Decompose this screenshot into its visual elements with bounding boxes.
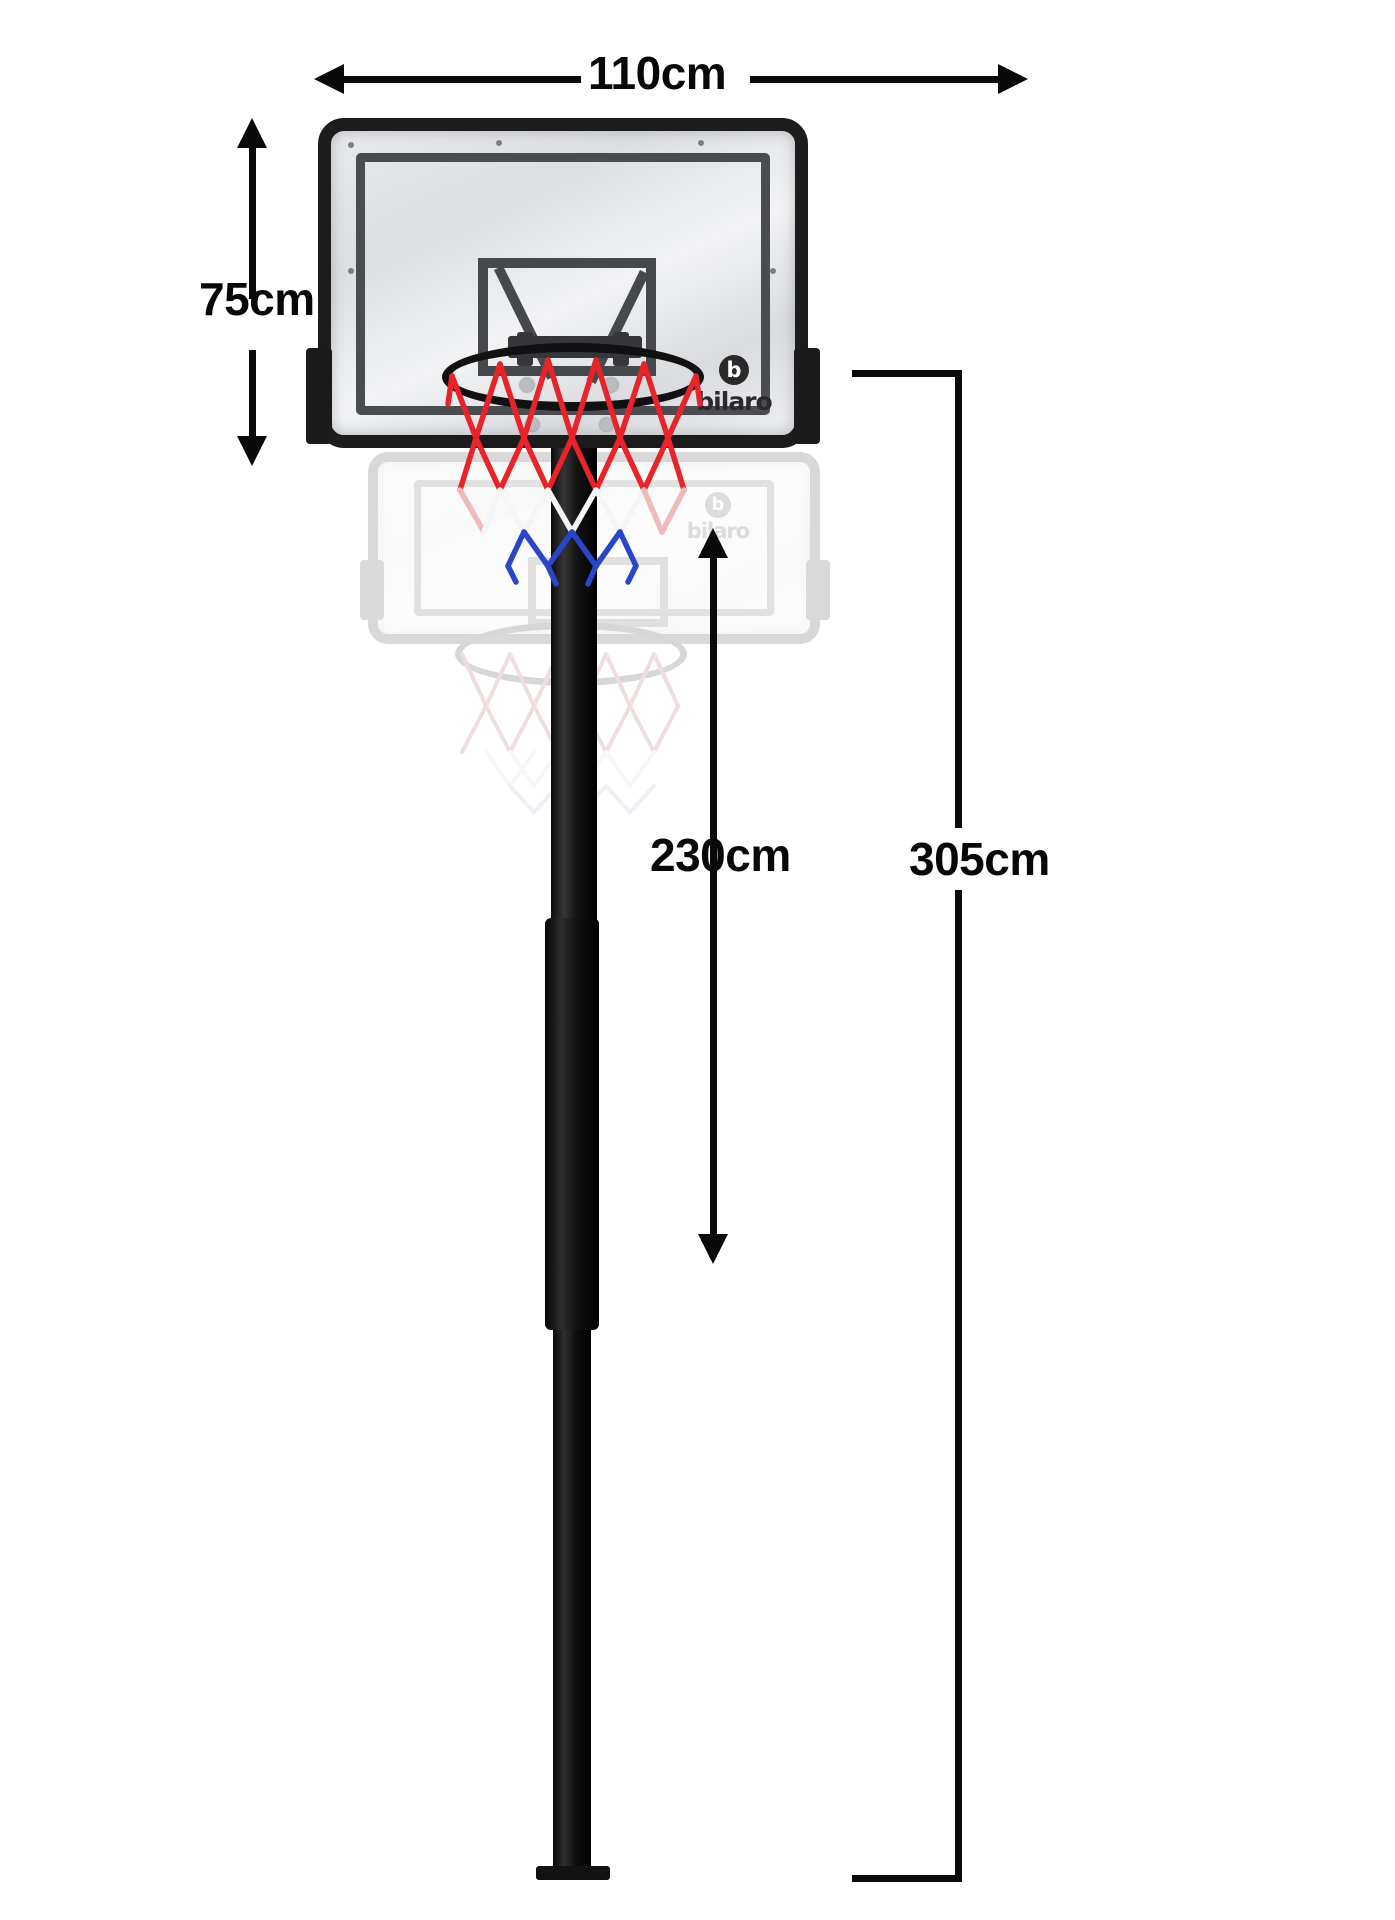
mounting-bracket-left [306,348,332,444]
rim-bolt [600,418,613,431]
dimension-label-110cm: 110cm [588,47,727,99]
arrow-up-icon [237,118,267,148]
screw-icon [348,142,354,148]
screw-icon [770,268,776,274]
dimension-line-230-lower [710,898,717,1236]
screw-icon [348,268,354,274]
screw-icon [496,140,502,146]
dimension-line-height-lower [249,350,256,438]
arrow-up-icon [698,528,728,558]
dimension-tick-bottom-305 [852,1875,962,1882]
dimension-line-230-upper [710,557,717,1015]
pole-base-plate [536,1866,610,1880]
screw-icon [698,140,704,146]
rim-bolt [520,378,534,392]
brand-logo: b bilaro [684,355,784,414]
logo-mark-icon: b [719,355,749,385]
dimension-line-width-right [750,76,998,83]
ghost-net [460,652,680,814]
basketball-rim [442,343,704,411]
pole-grip-section [545,918,599,1330]
mounting-bracket-right [794,348,820,444]
brand-name: bilaro [696,387,772,416]
dimension-line-305 [955,370,962,1882]
dimension-label-230cm: 230cm [650,829,791,881]
arrow-down-icon [698,1234,728,1264]
arrow-left-icon [314,64,344,94]
net-blue-section [505,529,639,587]
basketball-net [445,357,703,587]
net-white-section [457,487,687,535]
dimension-label-75cm: 75cm [199,273,315,325]
dimension-label-305cm: 305cm [903,828,1056,890]
net-red-section [445,357,703,493]
dimension-line-height-upper [249,147,256,299]
arrow-down-icon [237,436,267,466]
dimension-tick-top-305 [852,370,962,377]
support-pole-bottom [553,1330,591,1870]
arrow-right-icon [998,64,1028,94]
dimension-line-width-left [343,76,581,83]
